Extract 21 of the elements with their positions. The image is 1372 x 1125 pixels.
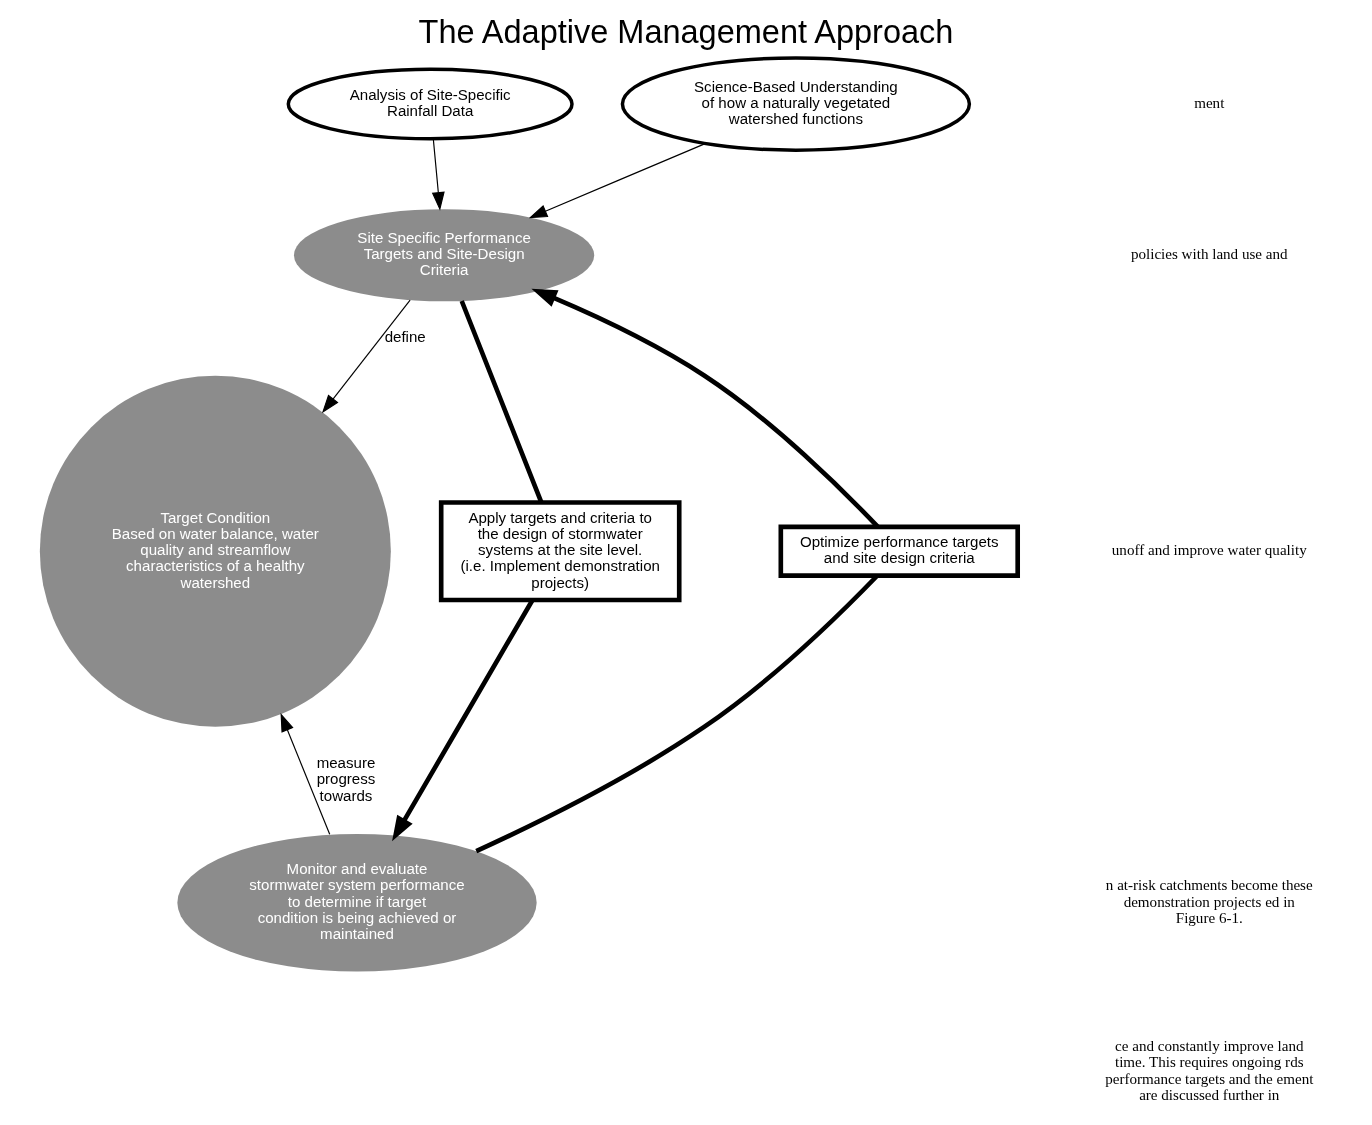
edge-label: measure progress towards (316, 754, 376, 804)
node-ellipse: Site Specific Performance Targets and Site-Design Criteria (293, 209, 595, 302)
node-circle: Target Condition Based on water balance, water quality and streamflow characteristics of a healthy watershed (39, 375, 391, 727)
node-ellipse: Analysis of Site-Specific Rainfall Data (286, 67, 574, 141)
arrow (321, 299, 411, 414)
label: ment (1194, 95, 1225, 112)
node-box: Optimize performance targets and site design criteria (778, 524, 1020, 578)
arrow (392, 599, 535, 842)
label: n at-risk catchments become these demonstration projects ed in Figure 6-1. (1105, 877, 1313, 926)
arrow (431, 138, 445, 211)
node-ellipse: Science-Based Understanding of how a naturally vegetated watershed functions (620, 56, 972, 152)
arrow (528, 142, 707, 219)
edge-label: define (384, 328, 426, 346)
arrow (280, 713, 331, 835)
node-ellipse: Monitor and evaluate stormwater system performance to determine if target condition is being achieved or maintained (177, 833, 537, 972)
diagram-title: The Adaptive Management Approach (418, 14, 954, 51)
label: policies with land use and (1130, 246, 1288, 263)
node-box: Apply targets and criteria to the design of stormwater systems at the site level. (i.e. Implement demonstration projects) (438, 500, 682, 603)
connector (459, 300, 544, 503)
label: unoff and improve water quality (1111, 542, 1307, 559)
label: ce and constantly improve land time. This requires ongoing rds performance targets and the ement are discussed further in (1105, 1038, 1314, 1103)
